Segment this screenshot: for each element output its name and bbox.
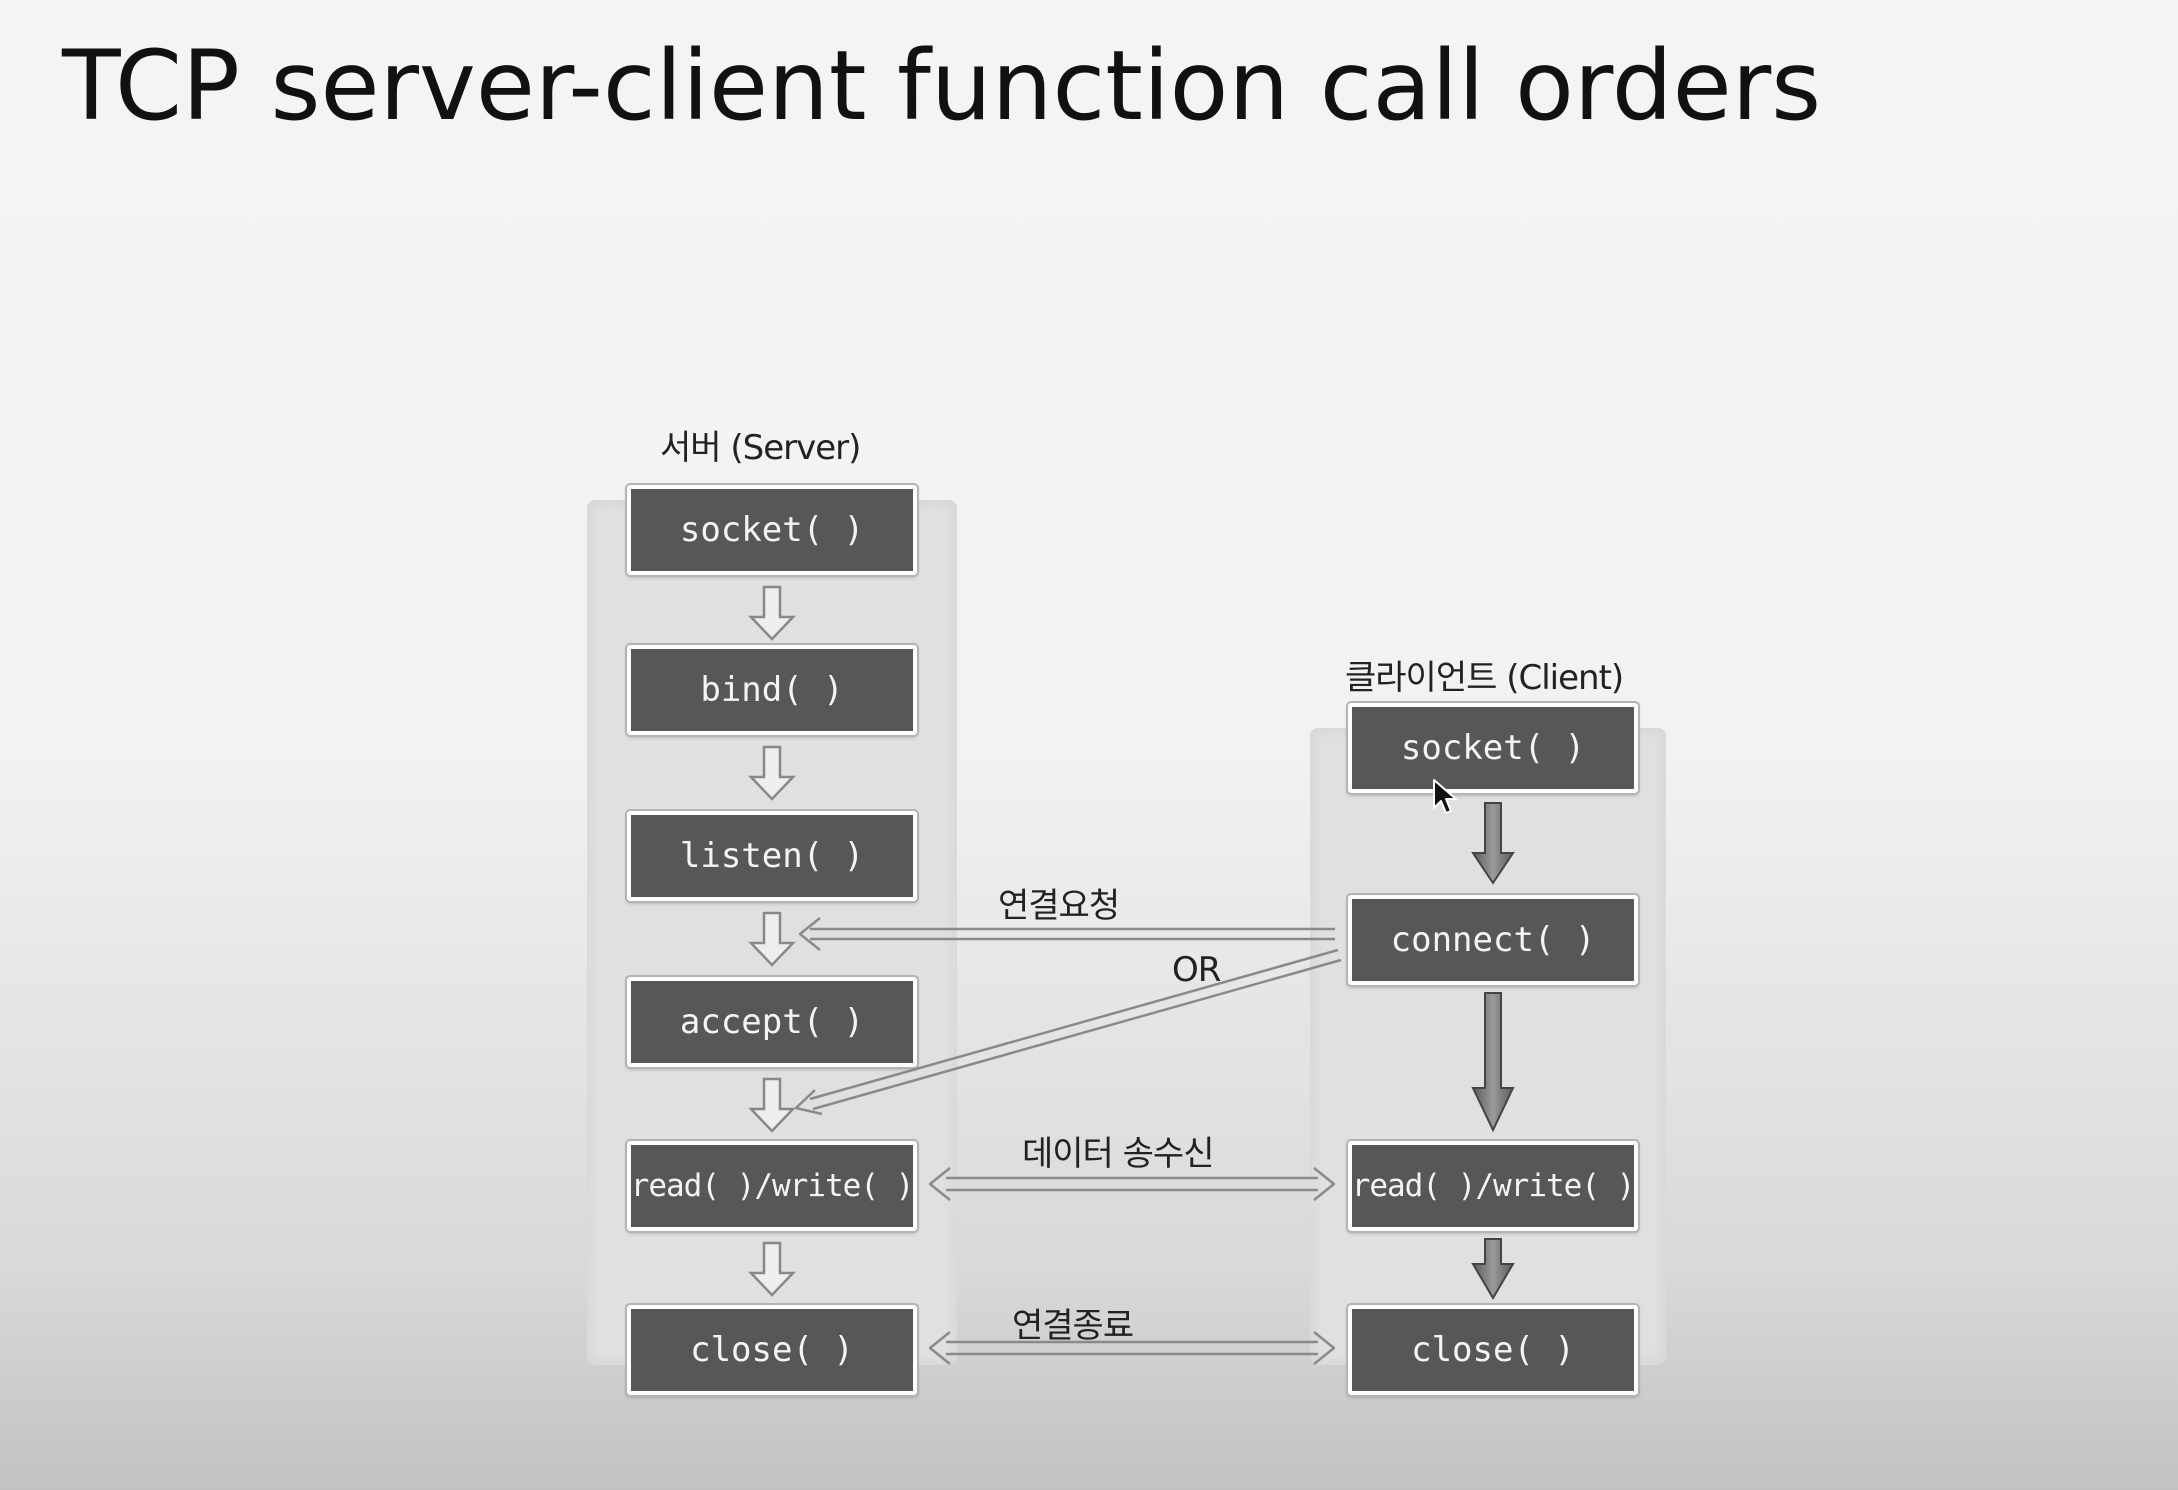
client-arrow-1 [1471, 802, 1515, 885]
client-arrow-2 [1471, 992, 1515, 1133]
server-arrow-1 [748, 585, 796, 641]
slide-title: TCP server-client function call orders [62, 30, 1822, 142]
server-close-box: close( ) [625, 1303, 919, 1397]
server-listen-box: listen( ) [625, 809, 919, 903]
server-accept-box: accept( ) [625, 975, 919, 1069]
or-label: OR [1172, 950, 1221, 990]
client-arrow-3 [1471, 1238, 1515, 1300]
client-label: 클라이언트 (Client) [1345, 658, 1624, 698]
server-socket-box: socket( ) [625, 483, 919, 577]
close-connection-label: 연결종료 [1012, 1306, 1134, 1346]
server-label: 서버 (Server) [660, 428, 861, 468]
client-read-write-box: read( )/write( ) [1346, 1139, 1640, 1233]
server-bind-box: bind( ) [625, 643, 919, 737]
server-arrow-2 [748, 745, 796, 801]
connect-request-label: 연결요청 [998, 886, 1120, 926]
server-arrow-5 [748, 1241, 796, 1297]
client-close-box: close( ) [1346, 1303, 1640, 1397]
client-connect-box: connect( ) [1346, 893, 1640, 987]
data-transfer-label: 데이터 송수신 [1022, 1134, 1214, 1174]
or-arrow [809, 948, 1339, 1101]
mouse-pointer-icon [1433, 779, 1457, 814]
server-arrow-3 [748, 911, 796, 967]
server-arrow-4 [748, 1077, 796, 1133]
server-read-write-box: read( )/write( ) [625, 1139, 919, 1233]
client-socket-box: socket( ) [1346, 701, 1640, 795]
